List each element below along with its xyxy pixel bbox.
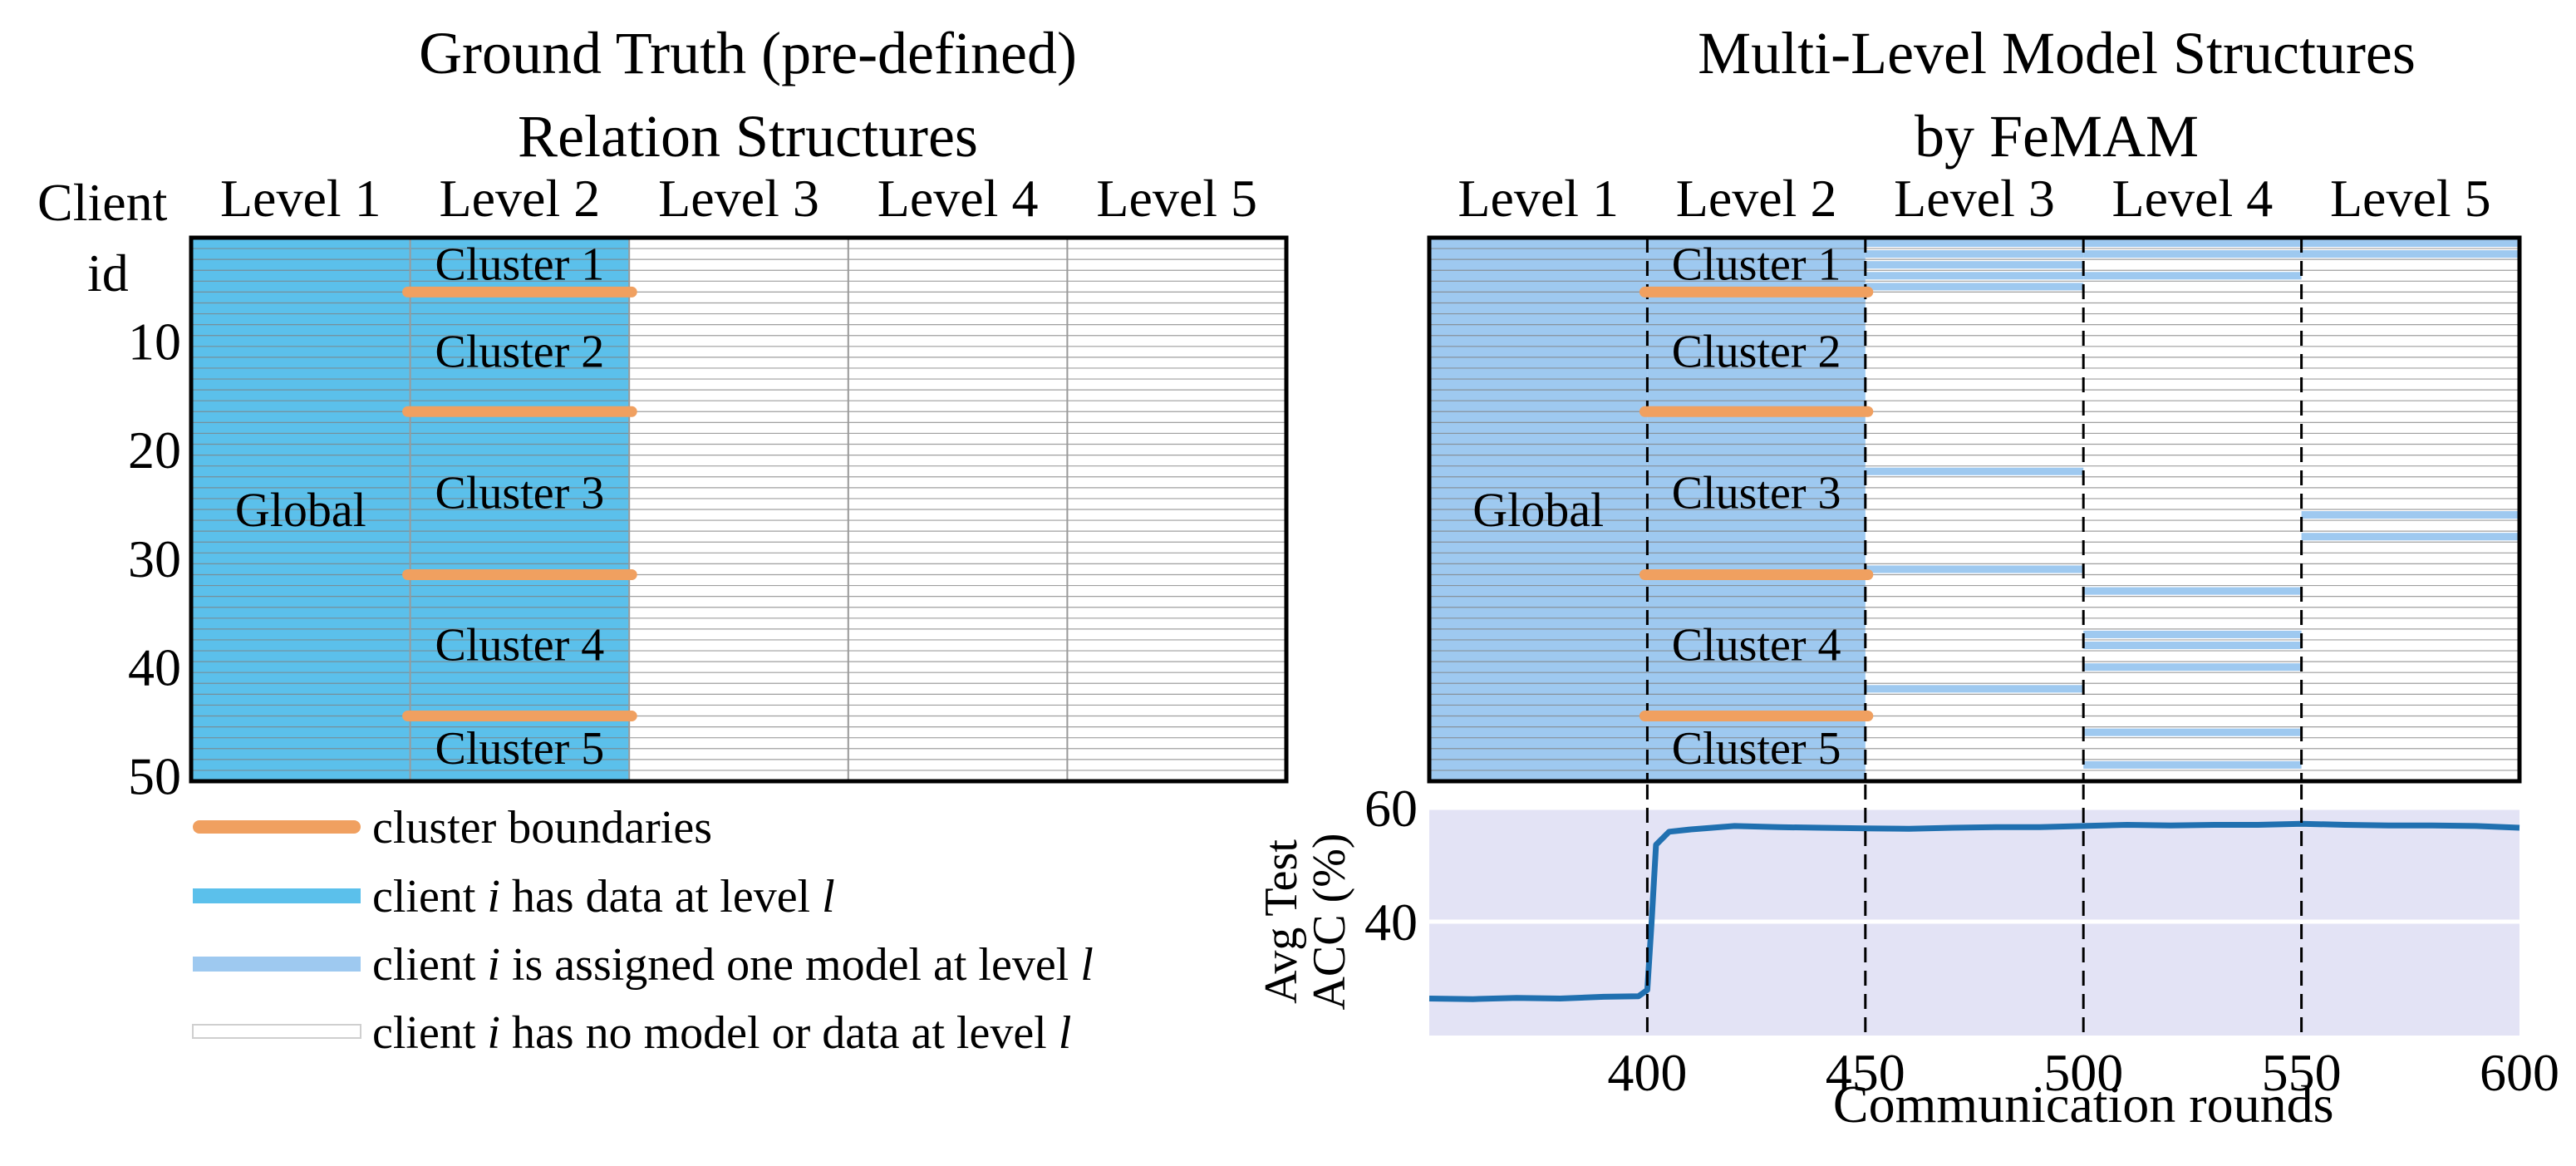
model-cell-level-3-client-2 <box>1865 250 2084 258</box>
model-cell-level-3-client-42 <box>1865 685 2084 693</box>
model-cell-level-4-client-2 <box>2083 250 2302 258</box>
panel-border <box>1427 235 2522 784</box>
left-title-line2: Relation Structures <box>518 103 978 170</box>
y-tick-label: 10 <box>128 312 181 371</box>
global-label: Global <box>1472 483 1604 537</box>
x-tick-label: 500 <box>2043 1043 2123 1102</box>
y-tick-label: 40 <box>128 638 181 697</box>
cluster-label: Cluster 1 <box>435 239 605 291</box>
cluster-label: Cluster 4 <box>435 620 605 672</box>
legend-label-none: client i has no model or data at level l <box>372 1007 1071 1059</box>
series-line <box>1428 820 2520 1002</box>
legend-label-model: client i is assigned one model at level … <box>372 939 1094 991</box>
left-level-headers: Level 1 Level 2 Level 3 Level 4 Level 5 <box>220 169 1257 228</box>
model-cell-level-3-client-5 <box>1865 283 2084 291</box>
model-cell-level-5-client-28 <box>2301 533 2519 541</box>
model-cell-level-5-client-1 <box>2301 239 2519 248</box>
cluster-label: Cluster 2 <box>435 326 605 377</box>
y-tick-label: 20 <box>128 421 181 480</box>
right-level-headers: Level 1 Level 2 Level 3 Level 4 Level 5 <box>1458 169 2490 228</box>
left-row-label-line2: id <box>87 244 129 303</box>
left-y-ticks: 10 20 30 40 50 <box>128 312 181 805</box>
y-axis-label-line2: ACC (%) <box>1304 833 1355 1010</box>
cluster-label: Cluster 3 <box>1672 467 1841 519</box>
model-cell-level-4-client-37 <box>2083 630 2302 638</box>
cluster-label: Cluster 5 <box>1672 723 1841 775</box>
legend-swatch-model <box>193 957 361 972</box>
y-tick-label: 60 <box>1364 779 1418 838</box>
model-cell-level-4-client-38 <box>2083 641 2302 650</box>
model-cell-level-3-client-31 <box>1865 565 2084 573</box>
model-cell-level-4-client-49 <box>2083 760 2302 769</box>
model-cell-level-4-client-46 <box>2083 728 2302 736</box>
level-header-1: Level 1 <box>1458 169 1619 228</box>
cluster-label: Cluster 5 <box>435 723 605 775</box>
level-header-5: Level 5 <box>2330 169 2491 228</box>
global-label: Global <box>235 483 366 537</box>
model-cell-level-3-client-1 <box>1865 239 2084 248</box>
legend-swatch-none <box>192 1024 361 1039</box>
model-cell-level-5-client-2 <box>2301 250 2519 258</box>
x-axis-label: Communication rounds <box>1833 1075 2334 1134</box>
legend-label-data: client i has data at level l <box>372 871 835 922</box>
level-header-5: Level 5 <box>1096 169 1257 228</box>
model-cell-level-4-client-33 <box>2083 587 2302 595</box>
legend-swatch-data <box>193 888 361 903</box>
level-header-2: Level 2 <box>440 169 601 228</box>
model-cell-level-4-client-4 <box>2083 272 2302 280</box>
level-header-3: Level 3 <box>658 169 819 228</box>
level-header-2: Level 2 <box>1676 169 1837 228</box>
x-tick-label: 600 <box>2480 1043 2559 1102</box>
y-tick-label: 40 <box>1364 893 1418 952</box>
left-heatmap: Cluster 1 Cluster 2 Cluster 3 Cluster 4 Clus… <box>189 235 1289 784</box>
left-title-line1: Ground Truth (pre-defined) <box>419 20 1077 86</box>
x-tick-label: 550 <box>2262 1043 2342 1102</box>
right-title-line2: by FeMAM <box>1915 103 2199 170</box>
left-row-label-line1: Client <box>37 173 168 232</box>
level-header-3: Level 3 <box>1894 169 2055 228</box>
y-axis-label-line1: Avg Test <box>1256 839 1307 1004</box>
y-tick-label: 30 <box>128 529 181 588</box>
level-header-4: Level 4 <box>2112 169 2274 228</box>
level-header-1: Level 1 <box>220 169 381 228</box>
cluster-label: Cluster 2 <box>1672 326 1841 377</box>
cluster-label: Cluster 4 <box>1672 620 1841 672</box>
right-title-line1: Multi-Level Model Structures <box>1698 20 2416 86</box>
right-heatmap: Cluster 1 Cluster 2 Cluster 3 Cluster 4 Clus… <box>1427 235 2522 784</box>
legend-swatch-boundary <box>193 820 361 834</box>
model-cell-level-5-client-26 <box>2301 511 2519 519</box>
legend-label-boundary: cluster boundaries <box>372 802 712 854</box>
x-tick-label: 450 <box>1826 1043 1905 1102</box>
panel-border <box>189 235 1289 784</box>
model-cell-level-3-client-4 <box>1865 272 2084 280</box>
legend: cluster boundaries client i has data at … <box>192 802 1094 1059</box>
model-cell-level-3-client-22 <box>1865 467 2084 475</box>
model-cell-level-4-client-1 <box>2083 239 2302 248</box>
level-header-4: Level 4 <box>878 169 1039 228</box>
model-cell-level-3-client-3 <box>1865 261 2084 269</box>
model-cell-level-4-client-40 <box>2083 663 2302 672</box>
cluster-label: Cluster 3 <box>435 467 605 519</box>
cluster-label: Cluster 1 <box>1672 239 1841 291</box>
x-tick-label: 400 <box>1607 1043 1687 1102</box>
y-tick-label: 50 <box>128 746 181 805</box>
